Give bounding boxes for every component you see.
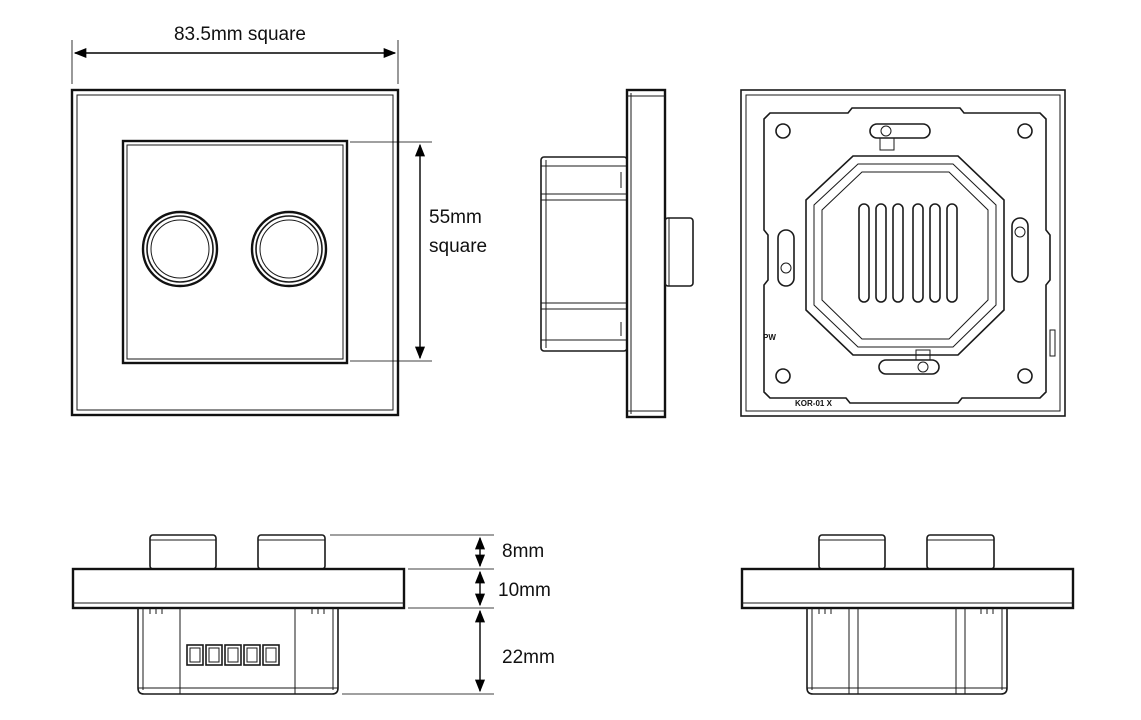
- inner-size-label-1: 55mm: [429, 207, 482, 228]
- rear-housing-inner: [813, 163, 997, 348]
- rear-slot-right: [1011, 217, 1029, 283]
- bottom-view-plain: [740, 534, 1075, 695]
- bottom-plate: [71, 567, 406, 610]
- rear-mounting-plate: [763, 107, 1051, 404]
- rear-vent-slots: [858, 203, 958, 303]
- side-body: [540, 156, 628, 352]
- front-knob-right: [250, 210, 328, 288]
- rear-hole-br: [1017, 368, 1033, 384]
- rear-slot-top: [869, 123, 931, 151]
- bottom-terminal-block: [186, 644, 280, 666]
- rear-side-tab: [1049, 329, 1056, 357]
- side-view: [540, 88, 694, 419]
- front-frame-inner-edge: [76, 94, 394, 411]
- rear-view: PW KOR-01 X: [740, 89, 1066, 417]
- front-outer-frame: [70, 88, 400, 417]
- plate-thickness-label: 10mm: [498, 580, 551, 601]
- rear-slot-bottom: [878, 349, 940, 375]
- front-inner-plate-edge: [126, 144, 344, 360]
- rear-terminal-marks: PW: [763, 333, 776, 342]
- rear-housing-outer: [805, 155, 1005, 356]
- bottom2-body: [806, 608, 1008, 695]
- side-knob: [664, 217, 694, 287]
- front-knob-left: [141, 210, 219, 288]
- front-inner-plate: [121, 139, 349, 365]
- knob-height-label: 8mm: [502, 541, 544, 562]
- rear-slot-left: [777, 229, 795, 287]
- bottom2-plate: [740, 567, 1075, 610]
- front-view: 83.5mm square 55mm square: [70, 24, 487, 417]
- side-plate: [625, 88, 667, 419]
- bottom-body: [137, 608, 339, 695]
- rear-frame-inner: [745, 94, 1061, 412]
- outer-width-label: 83.5mm square: [174, 24, 306, 45]
- rear-outer-frame: [740, 89, 1066, 417]
- rear-model-code: KOR-01 X: [795, 399, 833, 408]
- inner-size-label-2: square: [429, 236, 487, 257]
- rear-hole-tl: [775, 123, 791, 139]
- rear-housing-ring: [821, 171, 989, 340]
- body-depth-label: 22mm: [502, 647, 555, 668]
- rear-hole-bl: [775, 368, 791, 384]
- bottom-view-dimensioned: 8mm 10mm 22mm: [71, 534, 555, 695]
- rear-hole-tr: [1017, 123, 1033, 139]
